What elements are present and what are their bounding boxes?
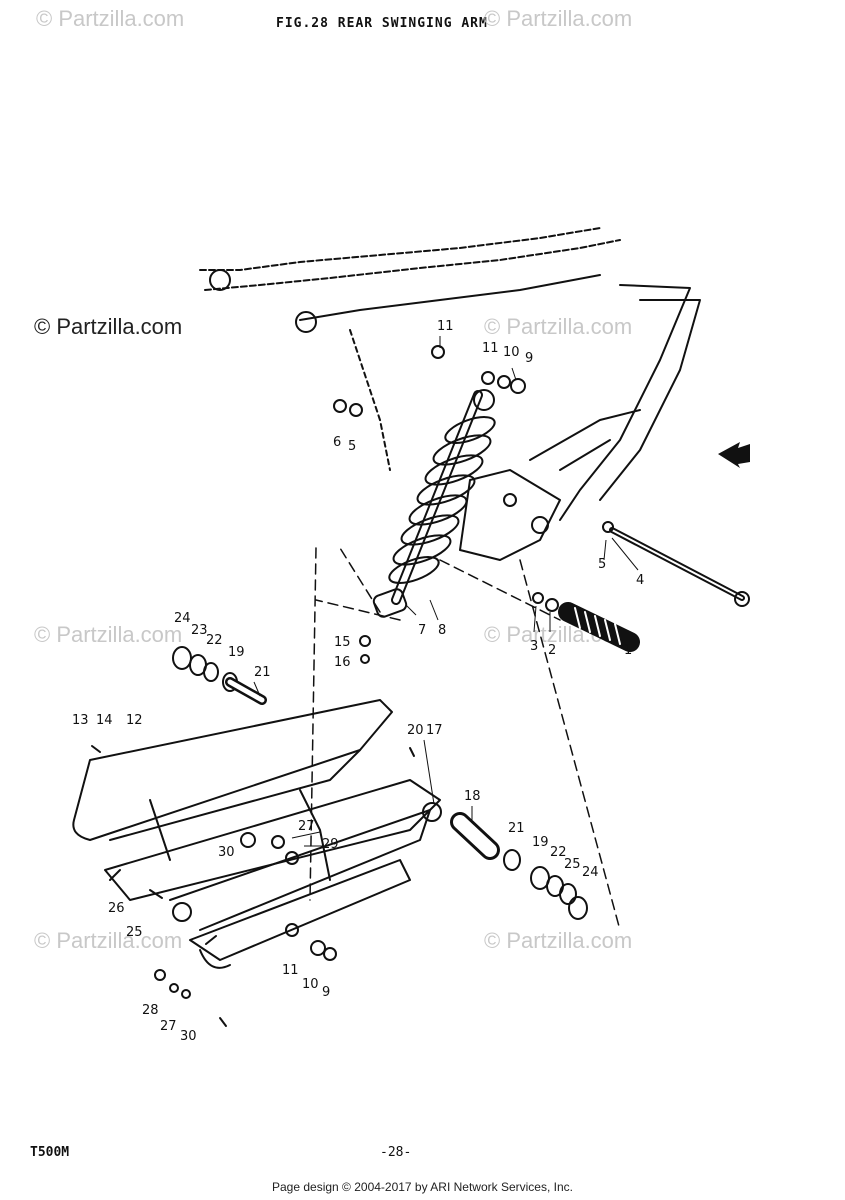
callout-8: 8 (438, 623, 446, 638)
callout-19a: 19 (228, 645, 245, 660)
callout-5a: 5 (348, 439, 356, 454)
callout-25b: 25 (126, 925, 143, 940)
callout-29: 29 (322, 837, 339, 852)
callout-25a: 25 (564, 857, 581, 872)
callout-22b: 22 (550, 845, 567, 860)
watermark-bottom-left: © Partzilla.com (34, 928, 183, 953)
callout-26: 26 (108, 901, 125, 916)
callout-23: 23 (191, 623, 208, 638)
callout-15: 15 (334, 635, 351, 650)
callout-13: 13 (72, 713, 89, 728)
model-code: T500M (30, 1145, 70, 1160)
callout-1: 1 (624, 643, 632, 658)
leader-lines (253, 336, 639, 847)
assembly-lines (309, 547, 621, 931)
callout-3: 3 (530, 639, 538, 654)
callout-11a: 11 (437, 319, 454, 334)
watermark-mid-left: © Partzilla.com (34, 622, 183, 647)
watermark-mid-right: © Partzilla.com (484, 314, 633, 339)
frame-rails (199, 227, 701, 561)
callout-22a: 22 (206, 633, 223, 648)
callout-30a: 30 (218, 845, 235, 860)
callout-21b: 21 (508, 821, 525, 836)
callout-18: 18 (464, 789, 481, 804)
callout-20: 20 (407, 723, 424, 738)
callout-6: 6 (333, 435, 341, 450)
callout-21a: 21 (254, 665, 271, 680)
callout-7: 7 (418, 623, 426, 638)
callout-30b: 30 (180, 1029, 197, 1044)
watermark-bottom-right: © Partzilla.com (484, 928, 633, 953)
callout-9a: 9 (525, 351, 533, 366)
callout-10a: 10 (503, 345, 520, 360)
callout-28: 28 (142, 1003, 159, 1018)
callout-14: 14 (96, 713, 113, 728)
rear-shock-absorber (372, 389, 496, 618)
front-direction-arrow-icon (718, 442, 750, 468)
callout-5b: 5 (598, 557, 606, 572)
watermark-top-left: © Partzilla.com (36, 6, 185, 31)
callout-labels: 11 11 10 9 6 5 5 4 7 8 3 2 1 24 23 22 19… (72, 319, 644, 1044)
footer-credit: Page design © 2004-2017 by ARI Network S… (271, 1180, 573, 1194)
watermark-dark: © Partzilla.com (34, 314, 183, 339)
watermark-top-right: © Partzilla.com (484, 6, 633, 31)
callout-24b: 24 (582, 865, 599, 880)
small-fittings (91, 635, 415, 1027)
callout-2: 2 (548, 643, 556, 658)
callout-11c: 11 (282, 963, 299, 978)
page-title: FIG.28 REAR SWINGING ARM (276, 16, 488, 31)
callout-27b: 27 (160, 1019, 177, 1034)
callout-9b: 9 (322, 985, 330, 1000)
callout-10b: 10 (302, 977, 319, 992)
callout-24a: 24 (174, 611, 191, 626)
swing-arm (72, 699, 442, 969)
shock-top-hardware (333, 345, 526, 417)
callout-11b: 11 (482, 341, 499, 356)
callout-19b: 19 (532, 835, 549, 850)
page-number: -28- (380, 1145, 412, 1160)
callout-4: 4 (636, 573, 644, 588)
pivot-shaft (532, 521, 750, 652)
callout-27a: 27 (298, 819, 315, 834)
callout-16: 16 (334, 655, 351, 670)
right-bushing-set (450, 812, 588, 920)
callout-17: 17 (426, 723, 443, 738)
left-bushing-set (172, 646, 267, 705)
callout-12: 12 (126, 713, 143, 728)
